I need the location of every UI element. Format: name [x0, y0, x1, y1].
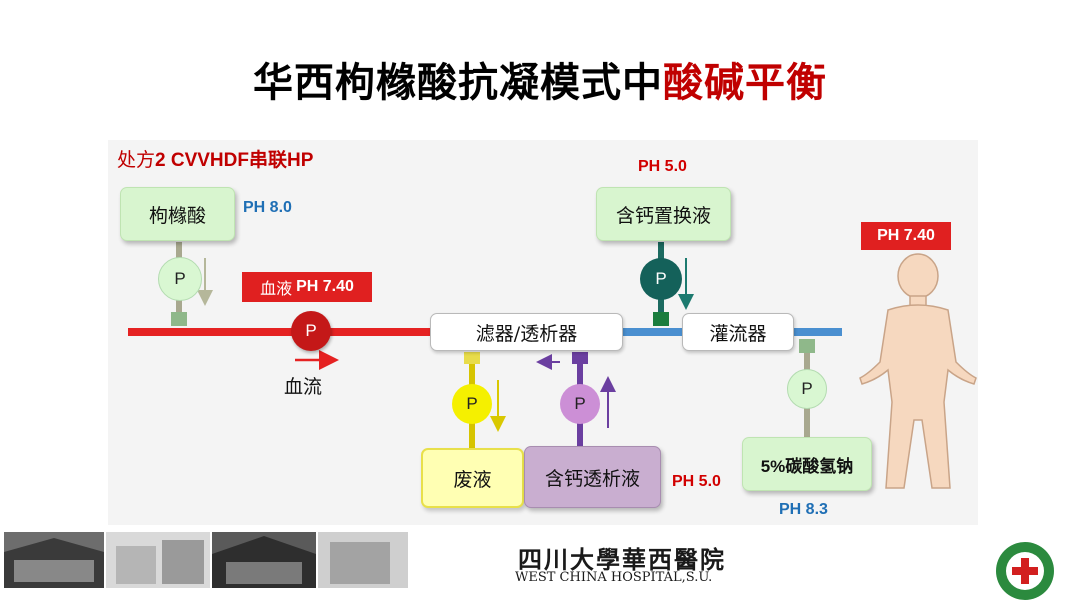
blood-pump: P — [291, 311, 331, 351]
patient-ph-tag: PH 7.40 — [861, 222, 951, 250]
dialysate-ph: PH 5.0 — [672, 473, 721, 490]
blood-ph-label: 血液 — [260, 279, 293, 298]
hospital-name-en: WEST CHINA HOSPITAL,S.U. — [515, 570, 713, 585]
citrate-ph: PH 8.0 — [243, 199, 292, 216]
bicarb-box: 5%碳酸氢钠 — [742, 437, 872, 491]
bicarb-ph: PH 8.3 — [779, 501, 828, 518]
bicarb-pump: P — [787, 369, 827, 409]
blood-flow-label: 血流 — [284, 376, 323, 398]
hospital-logo — [996, 542, 1054, 600]
prescription-mode: 2 CVVHDF串联HP — [155, 150, 314, 171]
patient-figure — [859, 253, 977, 489]
dialysate-pump: P — [560, 384, 600, 424]
campus-photos — [4, 532, 408, 588]
citrate-pump: P — [158, 257, 202, 301]
page-title: 华西枸橼酸抗凝模式中酸碱平衡 — [0, 50, 1080, 108]
dialysate-box: 含钙透析液 — [524, 446, 661, 508]
perfusion-box: 灌流器 — [682, 313, 794, 351]
prescription-label: 处方2 CVVHDF串联HP — [117, 145, 313, 172]
title-main: 华西枸橼酸抗凝模式中 — [253, 61, 663, 105]
replacement-box: 含钙置换液 — [596, 187, 731, 241]
blood-ph-value: PH 7.40 — [296, 278, 354, 295]
replacement-ph: PH 5.0 — [638, 158, 687, 175]
filter-box: 滤器/透析器 — [430, 313, 623, 351]
replacement-pump: P — [640, 258, 682, 300]
prescription-prefix: 处方 — [117, 149, 156, 171]
waste-box: 废液 — [421, 448, 524, 508]
title-highlight: 酸碱平衡 — [663, 61, 827, 105]
waste-pump: P — [452, 384, 492, 424]
hospital-name-cn: 四川大學華西醫院 — [518, 545, 726, 574]
citrate-box: 枸橼酸 — [120, 187, 235, 241]
